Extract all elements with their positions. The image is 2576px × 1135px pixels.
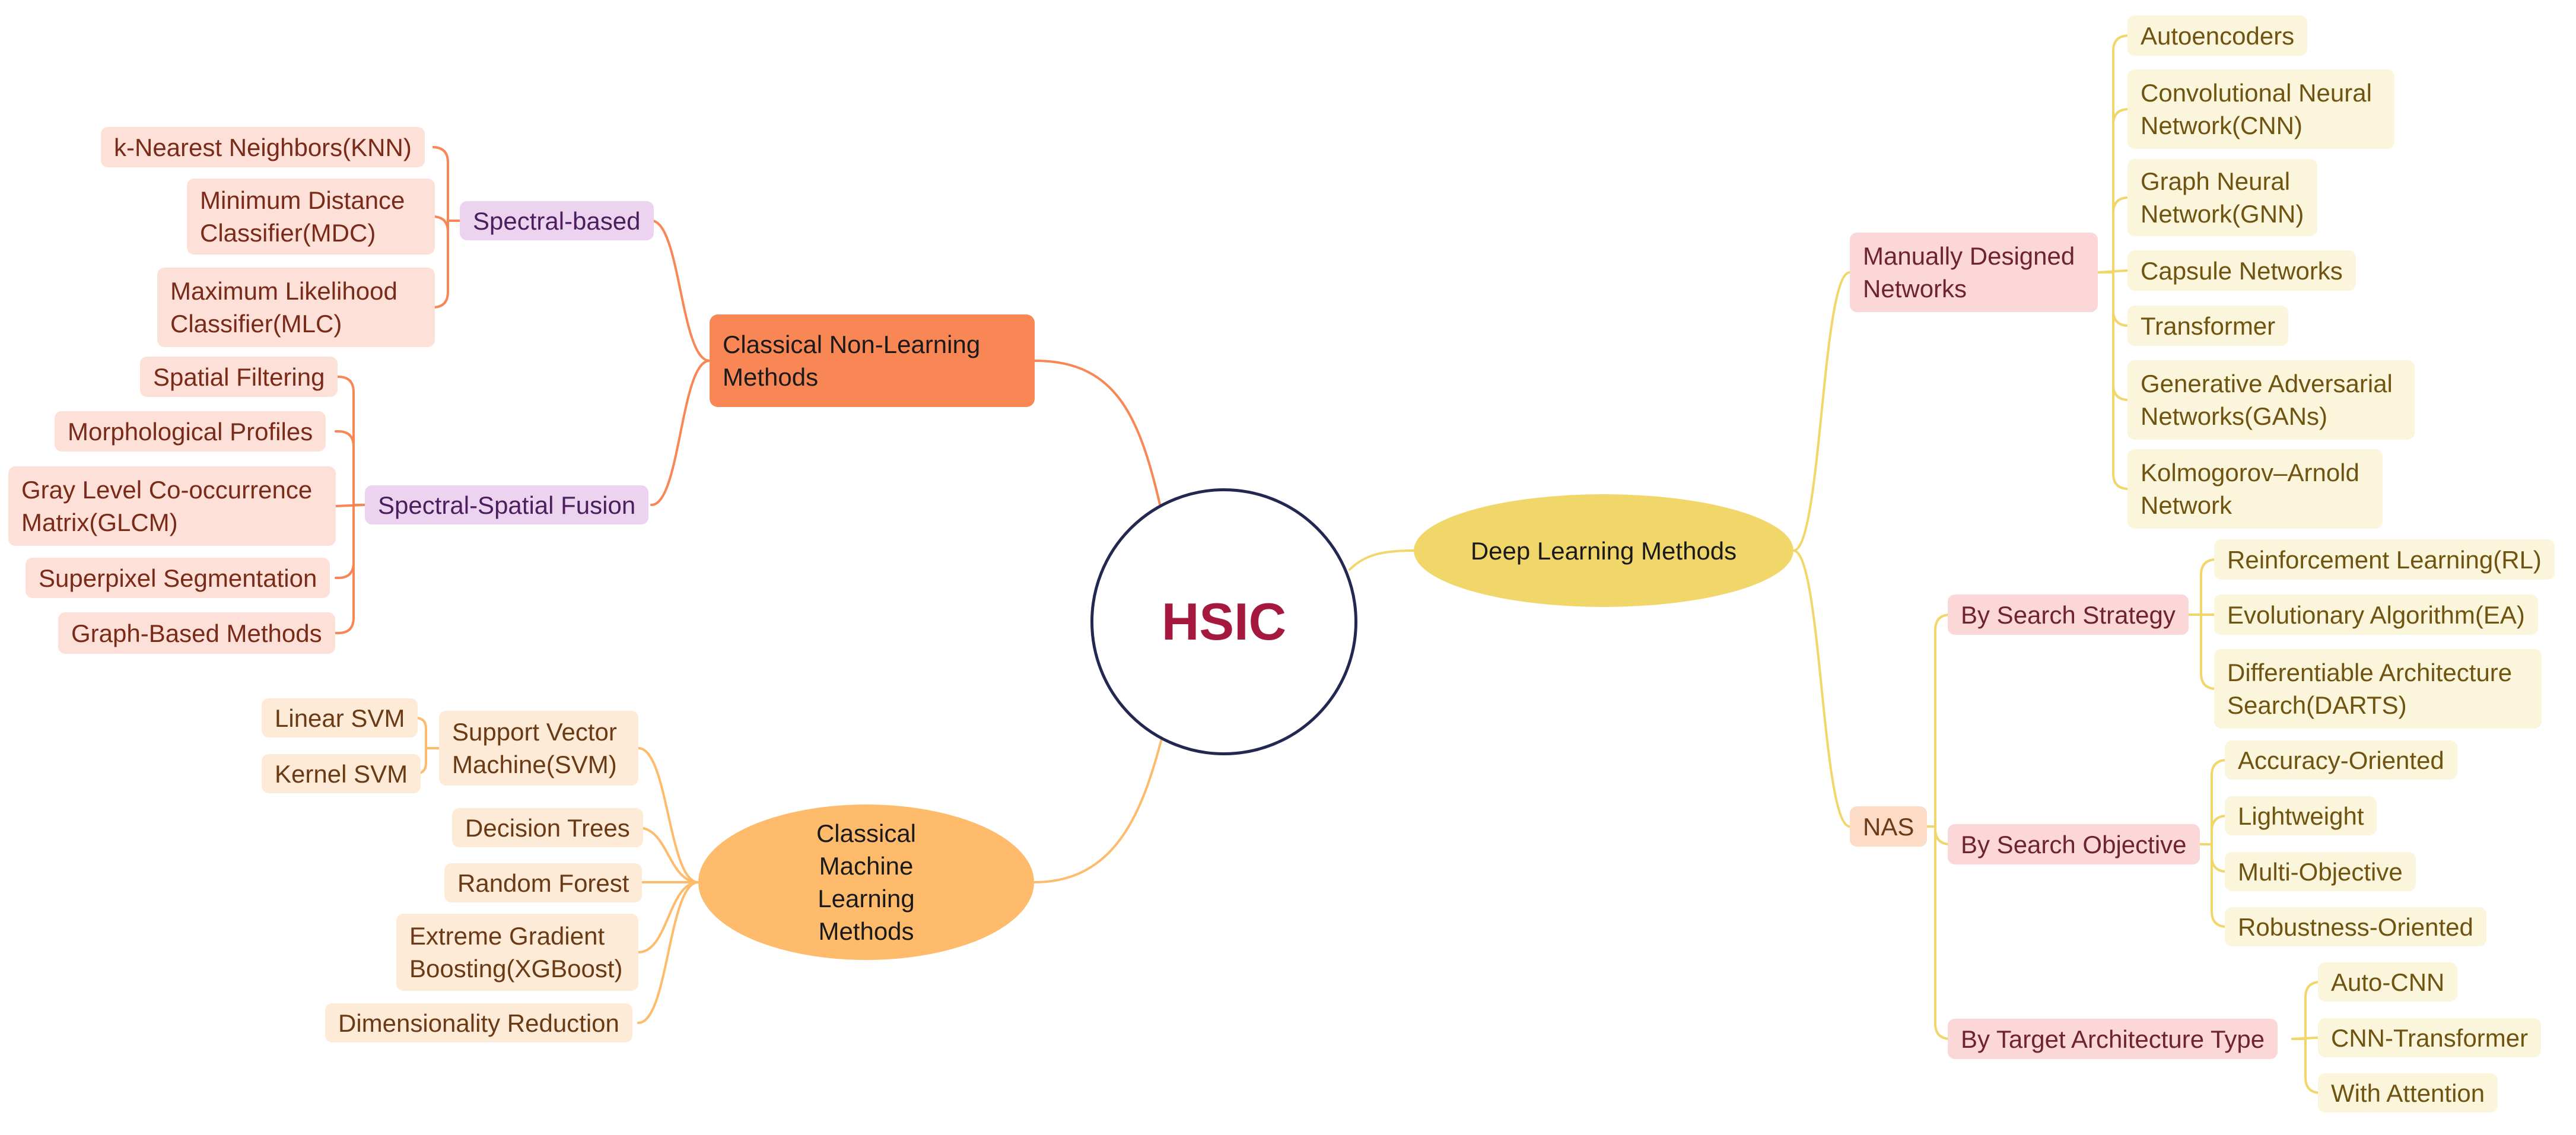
wire-dl-manual [1792,271,1851,552]
wire-objective-leaf-1 [2194,815,2228,845]
spatial-filtering-node: Spatial Filtering [140,357,338,397]
dimensionality-reduction-node: Dimensionality Reduction [325,1003,632,1042]
svm-node: Support Vector Machine(SVM) [439,711,638,786]
wire-strategy-leaf-2 [2187,613,2217,690]
mlc-label: Maximum Likelihood Classifier(MLC) [170,277,397,338]
transformer-node: Transformer [2127,306,2289,346]
wire-spectral-leaf-1 [432,215,461,233]
wire-dl-nas [1792,549,1851,828]
wire-target-leaf-1 [2291,1037,2319,1040]
wire-ml-svm [637,747,699,883]
wire-nas-group-2 [1849,825,1951,1040]
wire-fusion-leaf-2 [335,504,366,507]
mlc-node: Maximum Likelihood Classifier(MLC) [157,268,435,347]
capsule-networks-node: Capsule Networks [2127,250,2356,291]
autoencoders-node: Autoencoders [2127,15,2308,56]
wire-ml-xgb [637,881,699,953]
wire-manual-leaf-5 [2097,271,2129,401]
wire-ml-dr [637,881,699,1024]
superpixel-segmentation-node: Superpixel Segmentation [26,558,330,598]
wire-manual-leaf-3 [2097,269,2129,274]
kernel-svm-node: Kernel SVM [262,754,421,793]
machine-learning-methods-node: Classical Machine Learning Methods [698,805,1034,960]
cnn-transformer-node: CNN-Transformer [2318,1018,2542,1057]
spectral-based-node: Spectral-based [460,201,654,240]
multi-objective-node: Multi-Objective [2225,852,2416,891]
wire-objective-leaf-3 [2194,843,2228,928]
by-search-strategy-node: By Search Strategy [1948,594,2189,635]
manually-designed-networks-node: Manually Designed Networks [1850,233,2098,312]
xgboost-label: Extreme Gradient Boosting(XGBoost) [409,922,623,983]
auto-cnn-node: Auto-CNN [2318,962,2458,1002]
xgboost-node: Extreme Gradient Boosting(XGBoost) [396,914,638,991]
cnn-label: Convolutional Neural Network(CNN) [2141,79,2372,139]
knn-node: k-Nearest Neighbors(KNN) [101,127,425,167]
wire-fusion-leaf-1 [335,430,366,506]
by-search-objective-node: By Search Objective [1948,824,2200,864]
wire-manual-leaf-4 [2097,271,2129,327]
morphological-profiles-node: Morphological Profiles [55,411,326,452]
wire-svm-leaf-0 [414,717,440,749]
wire-center-non-learning [1033,360,1161,505]
kan-node: Kolmogorov–Arnold Network [2127,449,2383,529]
ea-node: Evolutionary Algorithm(EA) [2214,594,2538,635]
manually-designed-networks-label: Manually Designed Networks [1863,242,2075,303]
svm-label: Support Vector Machine(SVM) [452,718,617,778]
wire-manual-leaf-6 [2097,271,2129,490]
wire-manual-leaf-1 [2097,108,2129,274]
wire-manual-leaf-2 [2097,196,2129,274]
wire-center-deep-learning [1349,549,1415,571]
deep-learning-methods-node: Deep Learning Methods [1414,494,1793,607]
wire-objective-leaf-2 [2194,843,2228,873]
with-attention-node: With Attention [2318,1073,2498,1112]
decision-trees-node: Decision Trees [452,808,643,847]
wire-target-leaf-0 [2291,981,2321,1040]
non-learning-methods-node: Classical Non-Learning Methods [710,314,1035,407]
non-learning-methods-label: Classical Non-Learning Methods [723,330,981,391]
wire-target-leaf-2 [2291,1038,2321,1094]
glcm-label: Gray Level Co-occurrence Matrix(GLCM) [21,476,313,536]
gans-label: Generative Adversarial Networks(GANs) [2141,370,2393,430]
wire-objective-leaf-0 [2194,759,2228,845]
graph-based-methods-node: Graph-Based Methods [58,612,335,654]
machine-learning-methods-label: Classical Machine Learning Methods [816,819,917,945]
wire-manual-leaf-0 [2097,34,2129,274]
lightweight-node: Lightweight [2225,796,2377,835]
wire-nl-spectral [650,220,711,362]
gans-node: Generative Adversarial Networks(GANs) [2127,360,2415,440]
nas-node: NAS [1850,806,1928,847]
gnn-label: Graph Neural Network(GNN) [2141,167,2304,228]
random-forest-node: Random Forest [444,863,643,902]
wire-nl-fusion [650,360,711,506]
gnn-node: Graph Neural Network(GNN) [2127,159,2317,236]
robustness-oriented-node: Robustness-Oriented [2225,907,2486,946]
wire-ml-dt [637,826,699,883]
spectral-spatial-fusion-node: Spectral-Spatial Fusion [365,485,649,524]
kan-label: Kolmogorov–Arnold Network [2141,459,2359,519]
wire-fusion-leaf-0 [335,376,366,506]
wire-fusion-leaf-3 [335,504,366,579]
mdc-label: Minimum Distance Classifier(MDC) [200,186,405,247]
darts-label: Differentiable Architecture Search(DARTS… [2227,659,2513,719]
mdc-node: Minimum Distance Classifier(MDC) [187,179,435,255]
wire-spectral-leaf-2 [432,220,461,309]
by-target-architecture-node: By Target Architecture Type [1948,1019,2278,1059]
wire-center-machine-learning [1033,737,1163,883]
darts-node: Differentiable Architecture Search(DARTS… [2214,649,2542,729]
wire-nas-group-0 [1849,613,1951,828]
root-node: HSIC [1090,488,1357,755]
linear-svm-node: Linear SVM [262,698,418,737]
accuracy-oriented-node: Accuracy-Oriented [2225,740,2457,780]
rl-node: Reinforcement Learning(RL) [2214,539,2555,580]
wire-fusion-leaf-4 [335,504,366,634]
glcm-node: Gray Level Co-occurrence Matrix(GLCM) [8,466,336,546]
wire-strategy-leaf-0 [2187,558,2217,616]
wire-spectral-leaf-0 [432,146,461,222]
cnn-node: Convolutional Neural Network(CNN) [2127,69,2394,149]
